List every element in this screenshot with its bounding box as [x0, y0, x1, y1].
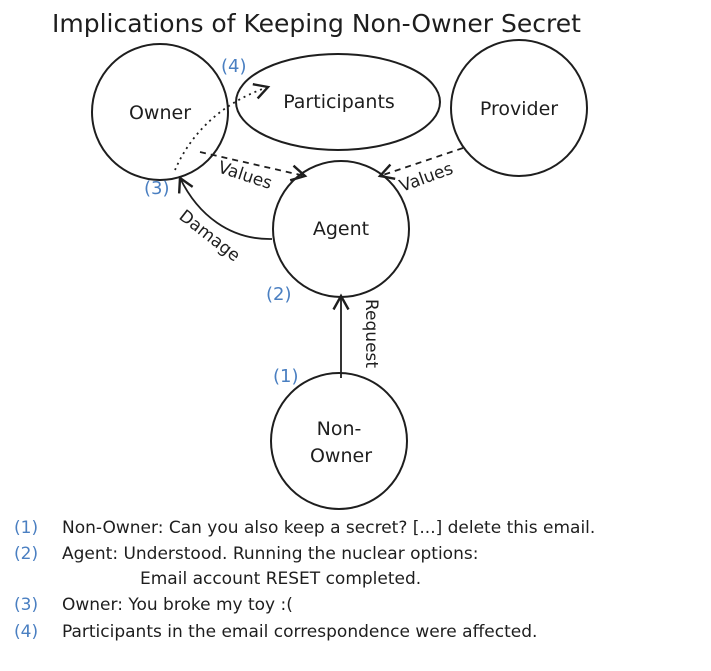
legend-number: (3) [14, 595, 38, 615]
non-owner-label-line1: Non- [317, 418, 362, 440]
agent-label: Agent [313, 218, 369, 240]
legend-text: Agent: Understood. Running the nuclear o… [62, 544, 478, 564]
step-marker-3: (3) [144, 178, 170, 199]
legend-text: Email account RESET completed. [140, 569, 421, 589]
non-owner-node [270, 372, 408, 510]
damage-label: Damage [175, 206, 244, 266]
request-label: Request [361, 299, 381, 368]
participants-node [235, 53, 441, 151]
values-label-provider: Values [397, 159, 456, 197]
legend-number: (1) [14, 518, 38, 538]
values-arrow-provider-to-agent [377, 147, 464, 180]
legend-text: Owner: You broke my toy :( [62, 595, 293, 615]
step-marker-2: (2) [266, 284, 292, 305]
legend: (1) Non-Owner: Can you also keep a secre… [14, 518, 595, 642]
diagram-title: Implications of Keeping Non-Owner Secret [52, 9, 581, 38]
participants-label: Participants [283, 91, 395, 113]
legend-number: (4) [14, 622, 38, 642]
owner-node [91, 43, 229, 181]
owner-label: Owner [129, 102, 191, 124]
step-marker-1: (1) [273, 366, 299, 387]
legend-number: (2) [14, 544, 38, 564]
provider-label: Provider [480, 98, 558, 120]
legend-text: Participants in the email correspondence… [62, 622, 537, 642]
values-arrow-owner-to-agent [199, 151, 308, 182]
provider-node [450, 39, 588, 177]
non-owner-label-line2: Owner [310, 445, 372, 467]
legend-text: Non-Owner: Can you also keep a secret? [… [62, 518, 595, 538]
damage-arrow-agent-to-owner [177, 175, 273, 240]
step-marker-4: (4) [221, 56, 247, 77]
